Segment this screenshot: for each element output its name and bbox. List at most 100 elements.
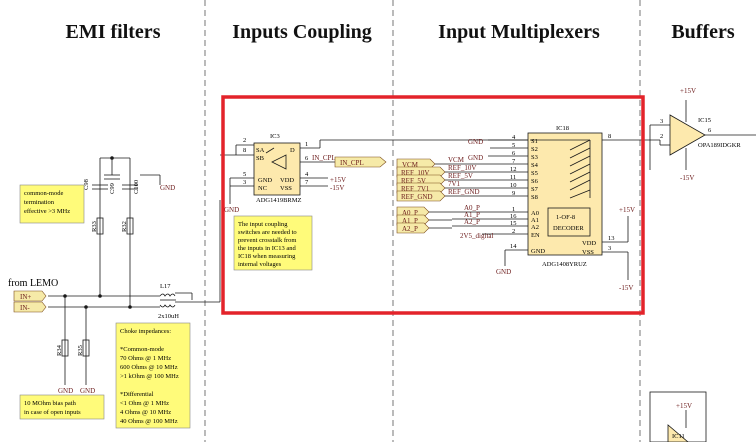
decoder-label-1: 1-OF-8	[556, 214, 575, 221]
ic18-gnd-net: GND	[496, 268, 511, 276]
ic3-pin-sa: SA	[256, 147, 265, 154]
svg-text:prevent crosstalk from: prevent crosstalk from	[238, 237, 296, 244]
mux-gnd-2: GND	[468, 154, 483, 162]
ic3-pin-sb: SB	[256, 155, 265, 162]
ic11-ref: IC11	[672, 433, 685, 440]
ic18-part: ADG1408YRUZ	[542, 261, 587, 268]
ic15-ref: IC15	[698, 117, 711, 124]
mux-input-ref-gnd: REF_GND REF_GND	[396, 188, 480, 202]
ic3-net-in: IN_CPL	[312, 154, 336, 162]
ic18-pin-s5: S5	[531, 170, 538, 177]
ic15-pin-2: 2	[660, 133, 663, 140]
ic3-num-2: 2	[243, 137, 246, 144]
ic18-ref: IC18	[556, 125, 569, 132]
en-net: 2V5_digital	[460, 232, 493, 240]
ic18-pin-en: EN	[531, 232, 540, 239]
choke-ref: L17	[160, 283, 171, 290]
svg-text:A0_P: A0_P	[464, 204, 480, 212]
svg-text:termination: termination	[24, 199, 55, 206]
cap-c98-ref: C98	[83, 179, 90, 190]
cap-c100-ref: C100	[133, 180, 140, 194]
header-inputs-coupling: Inputs Coupling	[232, 21, 372, 43]
ic18-pin-s7: S7	[531, 186, 539, 193]
svg-text:switches are needed to: switches are needed to	[238, 229, 297, 236]
svg-text:IN-: IN-	[20, 304, 30, 312]
svg-text:VCM: VCM	[448, 156, 465, 164]
ic15-opamp	[649, 100, 756, 170]
ic15-vpos: +15V	[680, 87, 696, 95]
ic3-num-3: 3	[243, 179, 246, 186]
svg-text:40 Ohms @ 100 MHz: 40 Ohms @ 100 MHz	[120, 418, 178, 425]
ic3-num-7: 7	[305, 179, 309, 186]
ic3-pin-vss: VSS	[280, 185, 292, 192]
note-input-coupling: The input coupling switches are needed t…	[233, 215, 313, 271]
svg-text:REF_7V1: REF_7V1	[401, 185, 430, 193]
header-emi-filters: EMI filters	[66, 21, 161, 43]
ic15-pin-3: 3	[660, 118, 663, 125]
ic18-rail-neg: -15V	[619, 284, 633, 292]
res-r32-ref: R32	[121, 221, 128, 232]
in-minus-tag: IN-	[13, 301, 47, 313]
ic3-pin-gnd: GND	[258, 177, 272, 184]
svg-text:effective >3 MHz: effective >3 MHz	[24, 208, 70, 215]
from-lemo-label: from LEMO	[8, 278, 58, 289]
res-r33-ref: R33	[91, 221, 98, 232]
ic18-pin-s4: S4	[531, 162, 539, 169]
svg-text:13: 13	[608, 235, 615, 242]
svg-text:VCM: VCM	[402, 161, 419, 169]
cap-c99-ref: C99	[109, 183, 116, 194]
ic18-pin-a0: A0	[531, 210, 539, 217]
addr-input-a1: A1_P A1_P	[396, 211, 480, 226]
svg-text:7V1: 7V1	[448, 180, 461, 188]
bias-gnd-label-1: GND	[58, 387, 73, 395]
ic18-pin-gnd: GND	[531, 248, 545, 255]
ic18-pin-vdd: VDD	[582, 240, 596, 247]
svg-text:A1_P: A1_P	[402, 217, 418, 225]
in-plus-tag: IN+	[13, 290, 47, 302]
ic18-pin-s1: S1	[531, 138, 538, 145]
mux-gnd-1: GND	[468, 138, 483, 146]
svg-text:The input coupling: The input coupling	[238, 221, 288, 228]
mux-input-ref-5v: REF_5V REF_5V	[396, 172, 473, 186]
svg-text:A2_P: A2_P	[464, 218, 480, 226]
ic3-switch	[220, 139, 528, 204]
svg-text:common-mode: common-mode	[24, 190, 63, 197]
decoder-label-2: DECODER	[553, 225, 584, 232]
svg-text:A2_P: A2_P	[402, 225, 418, 233]
ic18-mux	[435, 132, 660, 280]
svg-text:7: 7	[512, 158, 516, 165]
choke-value: 2x10uH	[158, 313, 179, 320]
svg-text:600 Ohms @ 10 MHz: 600 Ohms @ 10 MHz	[120, 364, 178, 371]
ic18-pin-s3: S3	[531, 154, 538, 161]
ic18-pin-vss: VSS	[582, 249, 594, 256]
ic3-vdd-rail: +15V	[330, 176, 346, 184]
highlight-box	[221, 95, 645, 315]
addr-input-a2: A2_P A2_P	[396, 218, 480, 234]
ic3-num-1: 1	[305, 141, 308, 148]
svg-text:REF_5V: REF_5V	[401, 177, 426, 185]
svg-text:IN_CPL: IN_CPL	[340, 159, 364, 167]
svg-text:A0_P: A0_P	[402, 209, 418, 217]
svg-text:1: 1	[512, 206, 515, 213]
svg-text:REF_GND: REF_GND	[448, 188, 480, 196]
note-choke-impedances: Choke impedances: *Common-mode 70 Ohms @…	[115, 322, 191, 429]
svg-text:<1 Ohm @ 1 MHz: <1 Ohm @ 1 MHz	[120, 400, 169, 407]
svg-text:4: 4	[512, 134, 516, 141]
res-r35-ref: R35	[77, 345, 84, 356]
bias-gnd-label-2: GND	[80, 387, 95, 395]
svg-text:Choke impedances:: Choke impedances:	[120, 328, 171, 335]
svg-text:5: 5	[512, 142, 515, 149]
svg-text:11: 11	[510, 174, 516, 181]
note-common-mode: common-mode termination effective >3 MHz	[19, 184, 85, 224]
svg-text:4 Ohms @ 10 MHz: 4 Ohms @ 10 MHz	[120, 409, 171, 416]
svg-text:REF_10V: REF_10V	[401, 169, 429, 177]
ic15-part: OPA189IDGKR	[698, 142, 741, 149]
ic15-pin-6: 6	[708, 127, 712, 134]
svg-text:10 MOhm bias path: 10 MOhm bias path	[24, 400, 77, 407]
svg-text:internal voltages: internal voltages	[238, 261, 282, 268]
ic11-vpos: +15V	[676, 402, 692, 410]
svg-text:10: 10	[510, 182, 517, 189]
emi-gnd-label: GND	[160, 184, 175, 192]
svg-text:REF_5V: REF_5V	[448, 172, 473, 180]
